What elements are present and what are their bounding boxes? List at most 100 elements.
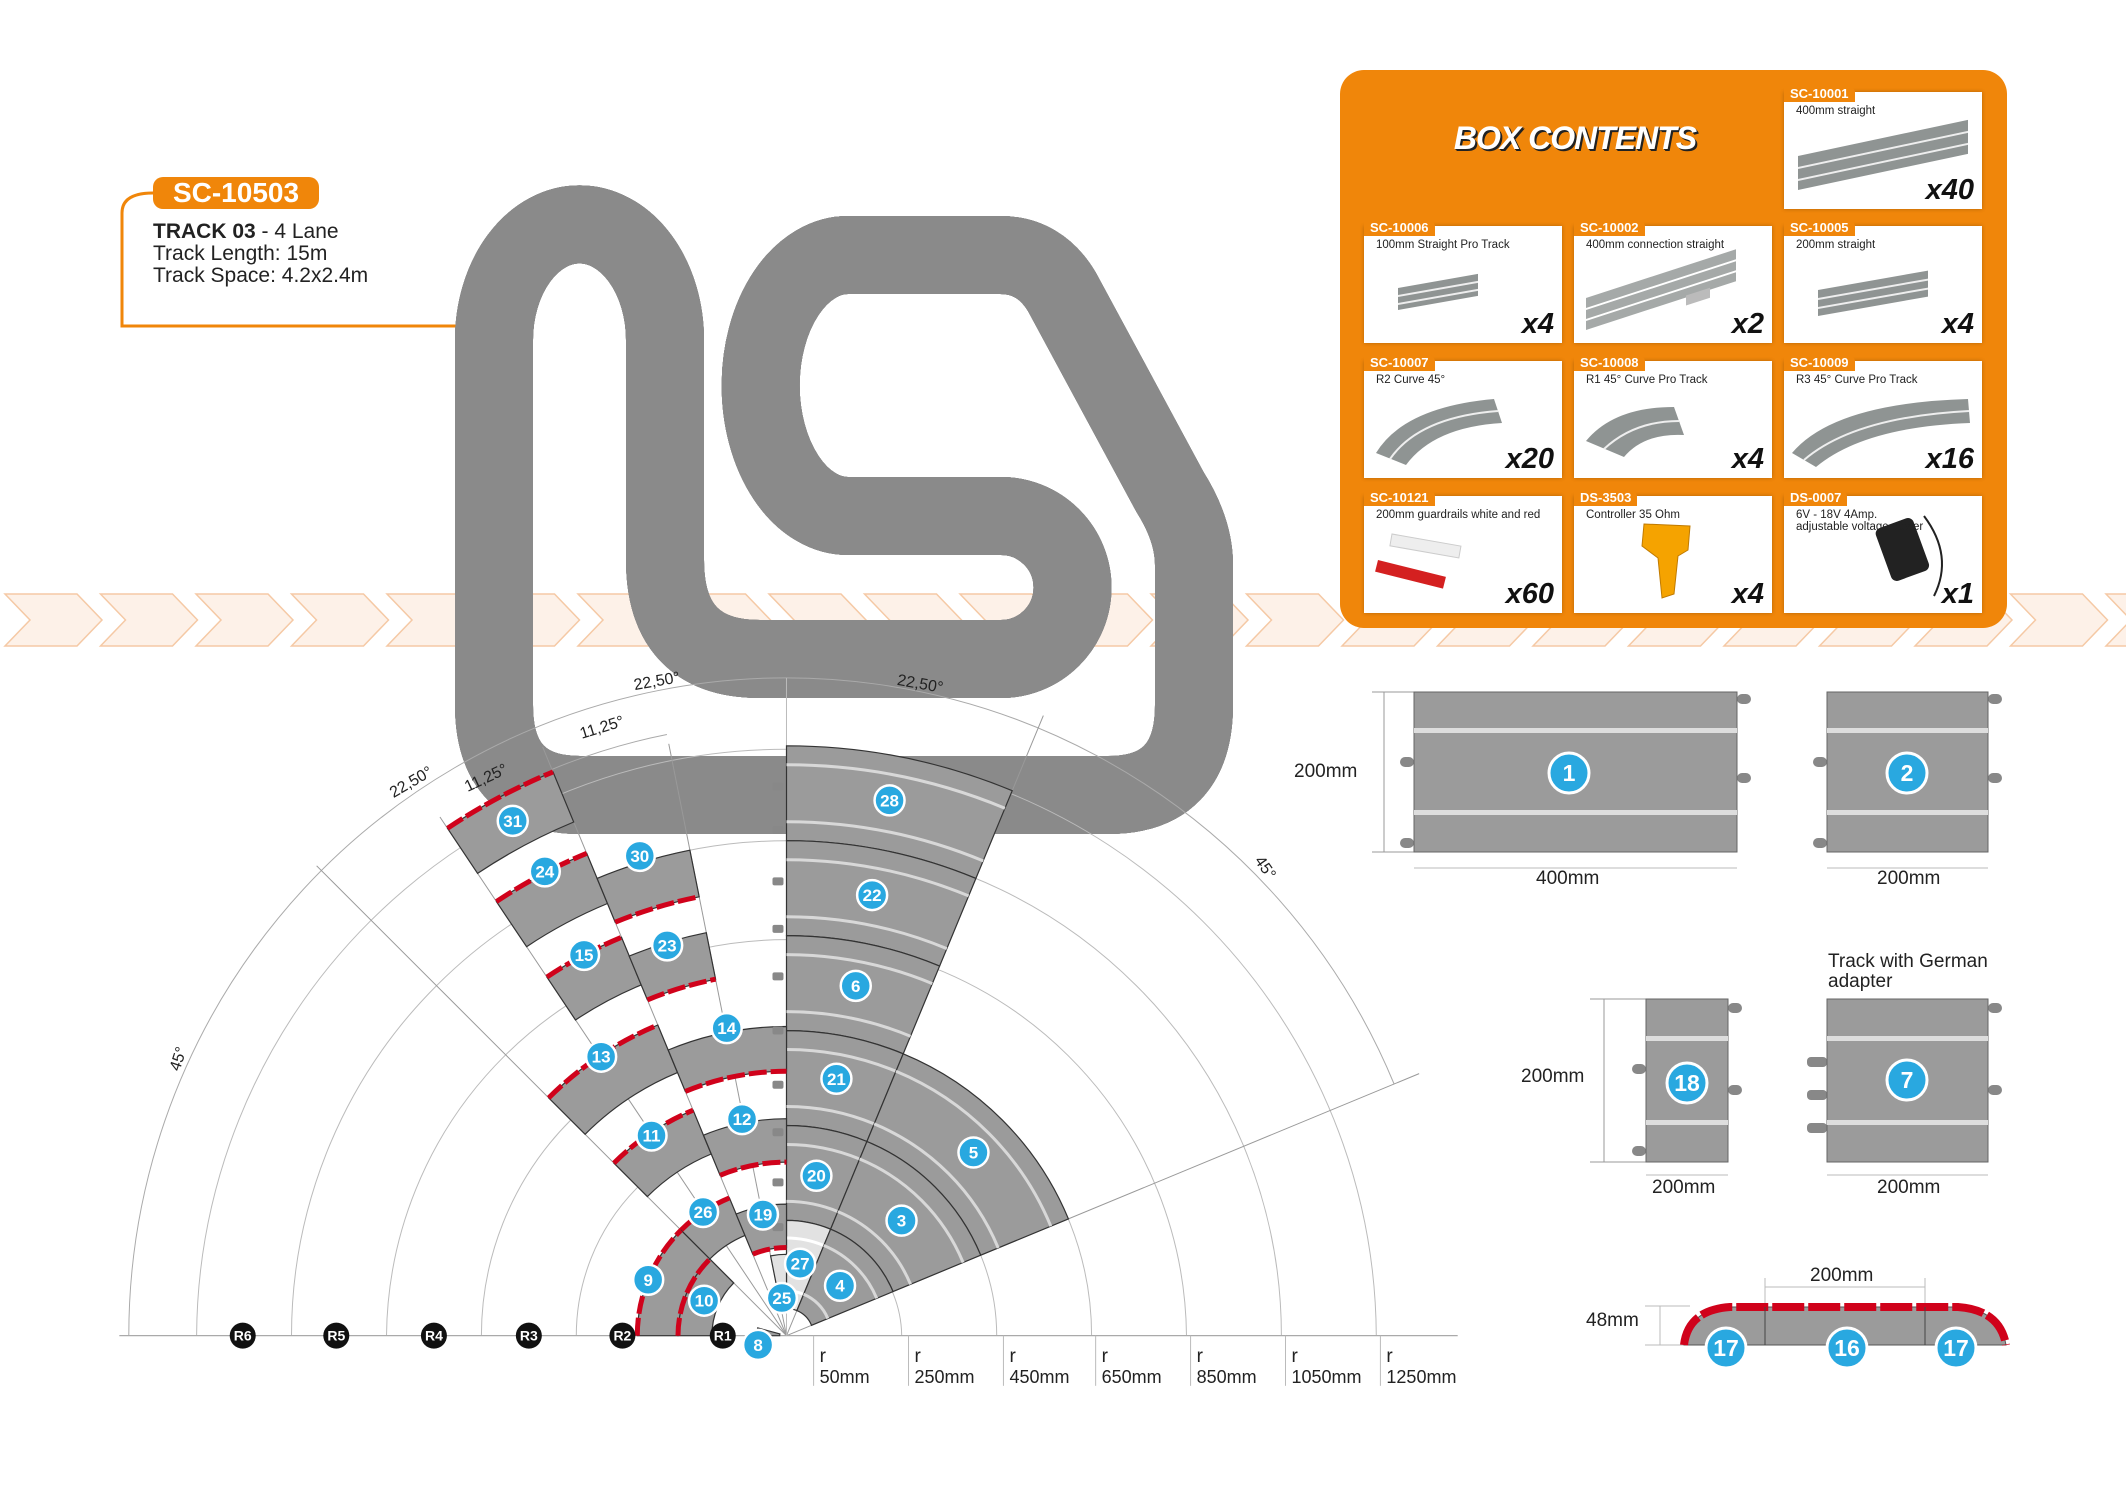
radius-value: 250mm xyxy=(915,1367,975,1387)
part-number-badge: 1 xyxy=(1547,751,1591,795)
lane-stripe xyxy=(786,1142,861,1161)
lane-stripe xyxy=(786,915,948,950)
piece-number-badge: 6 xyxy=(839,969,872,1003)
radius-value: 1050mm xyxy=(1291,1367,1361,1387)
piece-number: 9 xyxy=(643,1271,652,1290)
piece-number-badge: 5 xyxy=(957,1136,990,1169)
lane-stripe xyxy=(786,1048,897,1073)
piece-number: 12 xyxy=(733,1110,752,1129)
chevron-shape xyxy=(194,593,295,647)
straight-short-image xyxy=(1398,273,1478,310)
part-number: 16 xyxy=(1834,1335,1860,1361)
item-description: 100mm Straight Pro Track xyxy=(1376,239,1510,251)
lane-stripe xyxy=(786,858,970,898)
ring-name: R6 xyxy=(234,1328,252,1344)
power-adapter-image xyxy=(1875,515,1943,597)
radius-prefix: r xyxy=(1197,1346,1204,1367)
piece-number: 5 xyxy=(969,1144,978,1163)
piece-number: 23 xyxy=(658,936,677,955)
badge-circle xyxy=(839,969,872,1003)
badge-circle xyxy=(528,855,562,888)
item-description: 200mm guardrails white and red xyxy=(1376,509,1541,521)
badge-circle xyxy=(584,1040,618,1073)
badge-circle xyxy=(1547,751,1591,795)
item-quantity: x4 xyxy=(1521,308,1554,340)
ring-badge xyxy=(709,1322,736,1349)
piece-number-badge: 14 xyxy=(710,1011,743,1045)
radius-value: 450mm xyxy=(1009,1367,1069,1387)
ring-label-R2: R2 xyxy=(609,1322,636,1349)
track-length: Track Length: 15m xyxy=(153,242,328,265)
badge-circle xyxy=(686,1195,720,1229)
badge-circle xyxy=(1934,1326,1978,1370)
lane-stripe xyxy=(895,1069,1053,1227)
track-piece-13 xyxy=(546,1022,679,1136)
badge-circle xyxy=(1885,751,1929,795)
guardrail-stripe xyxy=(646,976,717,1003)
piece-number: 8 xyxy=(753,1336,762,1355)
piece-number: 11 xyxy=(643,1127,661,1146)
badge-circle xyxy=(800,1159,833,1192)
piece-number-badge: 11 xyxy=(635,1119,668,1152)
set-code-badge: SC-10503 xyxy=(153,177,319,209)
chevron-shape xyxy=(98,593,199,647)
radius-value: 50mm xyxy=(820,1367,870,1387)
part-number: 2 xyxy=(1901,760,1914,786)
ring-badge xyxy=(420,1322,447,1349)
curve-radius-diagram: 2822621202753431243015231314111226910192… xyxy=(119,669,1458,1387)
item-quantity: x60 xyxy=(1505,578,1554,610)
dim-width-18: 200mm xyxy=(1652,1177,1716,1198)
piece-number: 25 xyxy=(772,1289,791,1308)
chevron-shape xyxy=(2008,593,2109,647)
part-number-badge: 16 xyxy=(1825,1326,1869,1370)
badge-circle xyxy=(783,1247,817,1280)
piece-number-badge: 22 xyxy=(855,878,889,912)
ring-label-R3: R3 xyxy=(515,1322,542,1349)
piece-number: 31 xyxy=(503,812,522,831)
radius-value: 850mm xyxy=(1197,1367,1257,1387)
ring-name: R3 xyxy=(520,1328,538,1344)
item-code: SC-10006 xyxy=(1364,219,1435,236)
piece-number: 22 xyxy=(863,886,882,905)
radius-prefix: r xyxy=(1102,1346,1109,1367)
piece-number: 13 xyxy=(592,1048,611,1067)
badge-circle xyxy=(885,1204,918,1237)
dim-height-18: 200mm xyxy=(1521,1066,1585,1087)
part-number: 17 xyxy=(1713,1335,1739,1361)
piece-number-badge: 24 xyxy=(528,855,562,888)
connector-tab xyxy=(772,1223,784,1232)
ring-badge xyxy=(229,1322,256,1349)
track-piece-30 xyxy=(596,849,700,925)
dim-width-rail: 200mm xyxy=(1810,1265,1874,1286)
connector-tab xyxy=(772,825,784,834)
piece-number: 3 xyxy=(897,1212,906,1231)
item-code: SC-10002 xyxy=(1574,219,1645,236)
connector-tab xyxy=(772,1178,784,1187)
piece-number: 24 xyxy=(535,862,554,881)
guardrail-stripe xyxy=(446,769,554,831)
part-number-badge: 7 xyxy=(1885,1058,1929,1102)
ring-name: R2 xyxy=(613,1328,631,1344)
piece-number-badge: 10 xyxy=(687,1284,721,1317)
ring-name: R5 xyxy=(327,1328,345,1344)
piece-number-badge: 28 xyxy=(873,784,906,817)
header-bracket xyxy=(120,191,457,328)
ring-label-R1: R1 xyxy=(709,1322,736,1349)
box-item-ds-0007: DS-0007 6V - 18V 4Amp. adjustable voltag… xyxy=(1784,489,1982,613)
curve-large-image xyxy=(1792,399,1970,467)
piece-number-badge: 8 xyxy=(741,1328,775,1362)
angle-label: 11,25° xyxy=(578,713,626,742)
lane-stripe xyxy=(823,1244,879,1299)
item-description: 400mm connection straight xyxy=(1586,239,1725,251)
lane-stripe xyxy=(786,1104,875,1126)
piece-number-badge: 27 xyxy=(783,1247,817,1280)
badge-circle xyxy=(1665,1061,1709,1105)
piece-number-badge: 20 xyxy=(800,1159,833,1192)
item-code: SC-10007 xyxy=(1364,354,1435,371)
radius-prefix: r xyxy=(1009,1346,1016,1367)
lane-stripe xyxy=(786,1010,912,1038)
dim-height-1: 200mm xyxy=(1294,761,1358,782)
guardrail-stripe xyxy=(614,894,700,925)
lane-stripe xyxy=(873,1122,1000,1249)
part-number: 18 xyxy=(1674,1070,1700,1096)
